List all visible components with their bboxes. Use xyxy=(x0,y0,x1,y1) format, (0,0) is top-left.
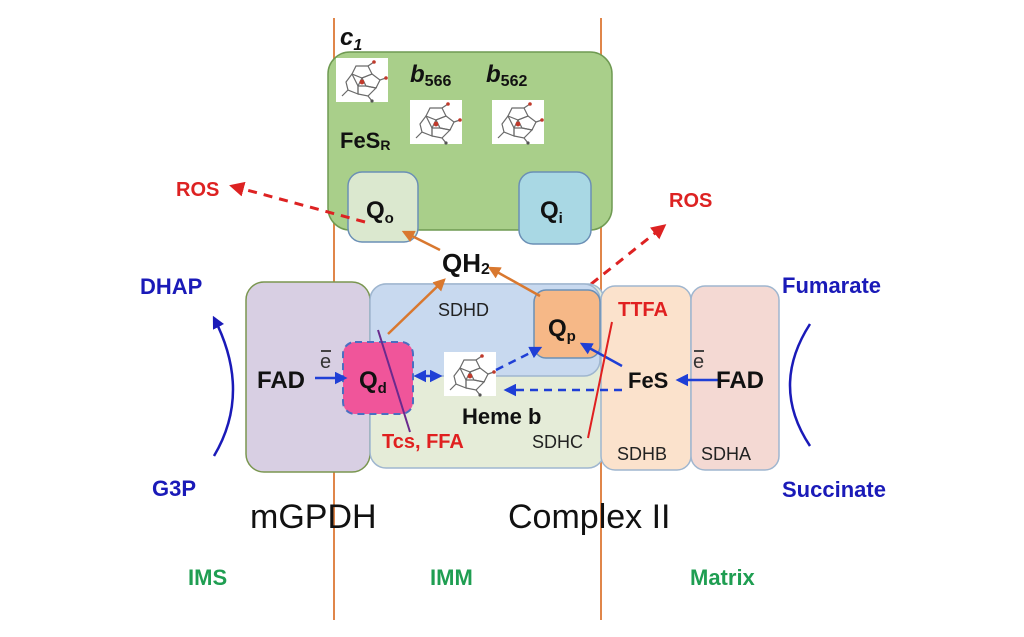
g3p-label: G3P xyxy=(152,476,196,501)
succinate-to-fumarate-arrow xyxy=(788,323,812,447)
ims-label: IMS xyxy=(188,565,227,590)
mgpdh-label: mGPDH xyxy=(250,498,377,536)
fesr-label: FeSR xyxy=(340,128,390,153)
ros-left-arrow xyxy=(229,181,366,224)
fes-label: FeS xyxy=(628,368,668,393)
ttfa-inhibitor-line xyxy=(587,321,613,439)
ttfa-label: TTFA xyxy=(618,299,668,321)
fes-to-qp-arrow xyxy=(579,342,623,368)
sdhd-label: SDHD xyxy=(438,300,489,320)
heme-b-label: Heme b xyxy=(462,404,541,429)
matrix-label: Matrix xyxy=(690,565,756,590)
qp-site-box xyxy=(533,289,601,359)
qi-label: Qi xyxy=(540,197,563,227)
qd-label: Qd xyxy=(359,367,387,397)
qo-label: Qo xyxy=(366,197,394,227)
heme-molecule-icon xyxy=(443,351,497,398)
heme-molecule-icon xyxy=(409,99,463,146)
qh2-label: QH2 xyxy=(442,248,490,278)
ros-left-label: ROS xyxy=(176,179,219,201)
qh2-to-qo-arrow xyxy=(401,230,441,252)
qd-site-box xyxy=(342,341,414,415)
fad-left-label: FAD xyxy=(257,367,305,394)
qp-to-qh2-arrow xyxy=(487,266,541,298)
complex2-label: Complex II xyxy=(508,498,671,536)
electron-right-label: e xyxy=(693,351,704,373)
fad-right-label: FAD xyxy=(716,367,764,394)
imm-label: IMM xyxy=(430,565,473,590)
fumarate-label: Fumarate xyxy=(782,273,881,298)
dhap-label: DHAP xyxy=(140,274,202,299)
electron-left-label: e xyxy=(320,351,331,373)
b562-label: b562 xyxy=(486,61,527,90)
heme-molecule-icon xyxy=(335,57,389,104)
b566-label: b566 xyxy=(410,61,451,90)
qi-site-box xyxy=(518,171,592,245)
tcs-ffa-inhibitor-line xyxy=(377,329,411,433)
sdhb-label: SDHB xyxy=(617,444,667,464)
c1-label: c1 xyxy=(340,24,362,54)
g3p-to-dhap-arrow xyxy=(212,315,235,457)
qp-label: Qp xyxy=(548,315,576,345)
qo-site-box xyxy=(347,171,419,243)
tcs-ffa-label: Tcs, FFA xyxy=(382,431,464,453)
sdha-box xyxy=(690,285,780,471)
ros-right-label: ROS xyxy=(669,190,712,212)
qd-to-qh2-arrow xyxy=(387,278,446,335)
sdha-label: SDHA xyxy=(701,444,751,464)
heme-molecule-icon xyxy=(491,99,545,146)
sdhc-label: SDHC xyxy=(532,432,583,452)
succinate-label: Succinate xyxy=(782,477,886,502)
